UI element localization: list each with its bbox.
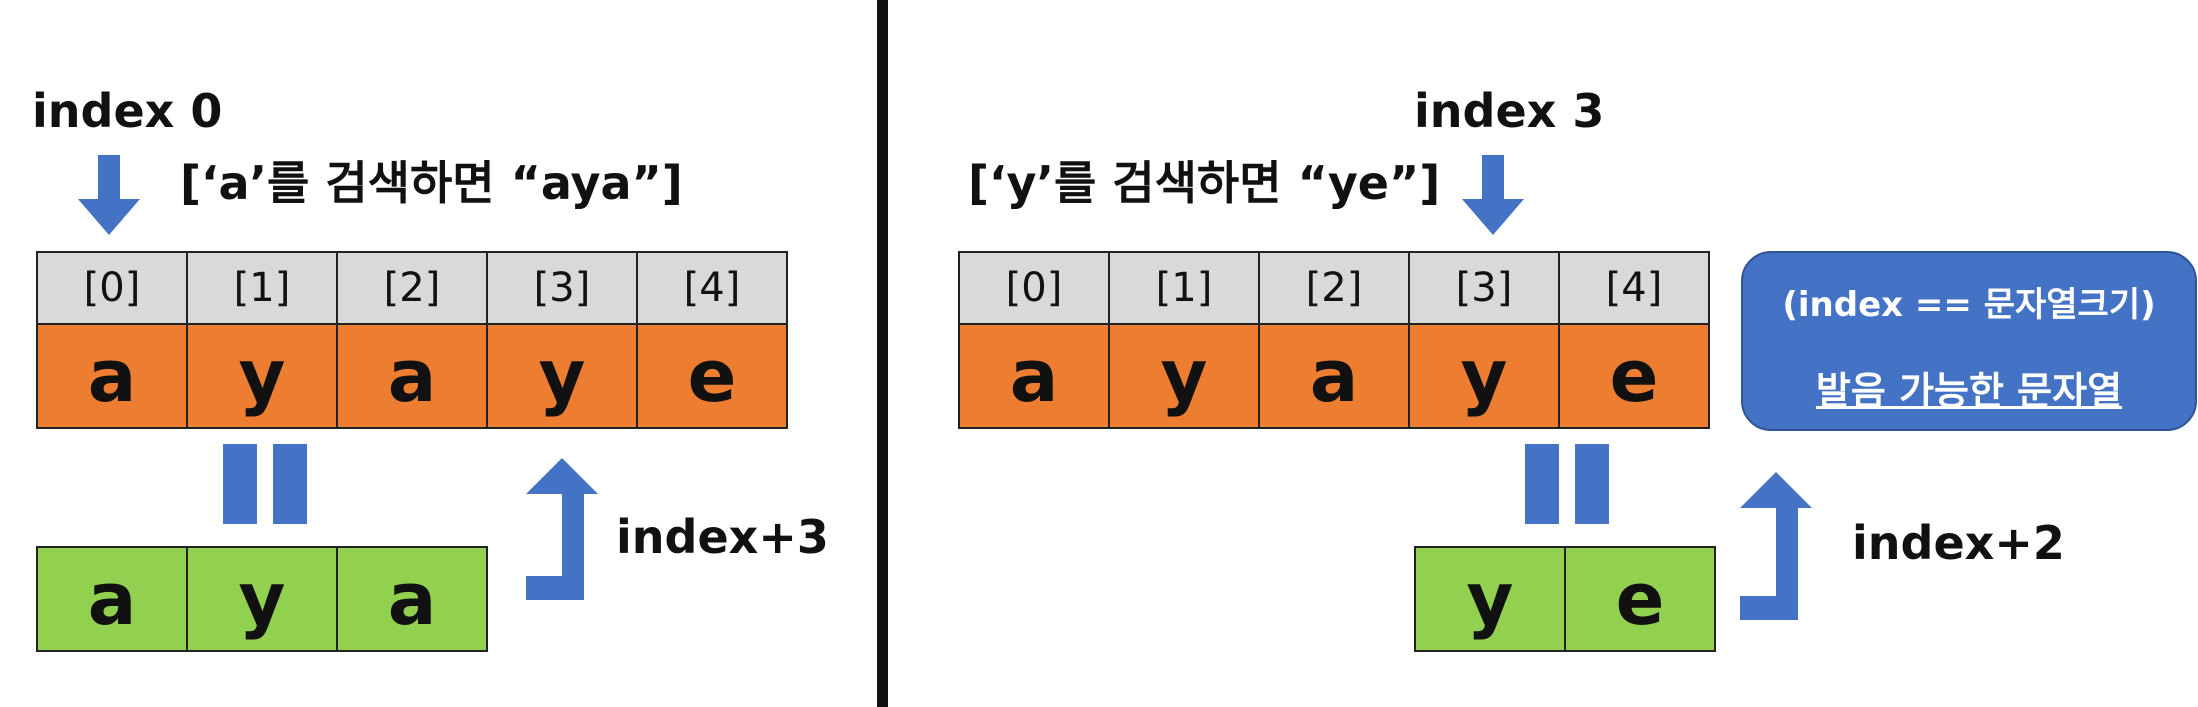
left-index-label: index 0 [32,84,223,138]
right-char-cell-3: y [1408,323,1560,429]
right-match-cell-1: e [1564,546,1716,652]
callout-condition: (index == 문자열크기) [1782,285,2156,325]
left-index-cell-0: [0] [36,251,188,325]
left-char-cell-4: e [636,323,788,429]
center-divider [877,0,888,707]
left-step-label: index+3 [616,510,829,564]
left-index-row: [0] [1] [2] [3] [4] [36,251,788,325]
left-index-cell-4: [4] [636,251,788,325]
left-index-cell-3: [3] [486,251,638,325]
left-match-cell-1: y [186,546,338,652]
right-match-cell-0: y [1414,546,1566,652]
right-equals-icon [1525,444,1609,524]
left-char-row: a y a y e [36,323,788,429]
left-char-cell-3: y [486,323,638,429]
right-index-cell-1: [1] [1108,251,1260,325]
right-down-arrow [1462,155,1524,235]
right-char-row: a y a y e [958,323,1710,429]
left-bent-arrow [526,458,598,600]
right-index-label: index 3 [1414,84,1605,138]
right-char-cell-2: a [1258,323,1410,429]
left-char-cell-0: a [36,323,188,429]
right-char-cell-0: a [958,323,1110,429]
left-index-cell-2: [2] [336,251,488,325]
left-char-cell-2: a [336,323,488,429]
result-callout: (index == 문자열크기) 발음 가능한 문자열 [1741,251,2197,431]
left-equals-icon [223,444,307,524]
right-match-row: y e [1414,546,1716,652]
left-match-row: a y a [36,546,488,652]
callout-result: 발음 가능한 문자열 [1815,369,2123,413]
right-search-text: [‘y’를 검색하면 “ye”] [968,156,1441,210]
left-down-arrow [78,155,140,235]
right-index-cell-4: [4] [1558,251,1710,325]
right-index-row: [0] [1] [2] [3] [4] [958,251,1710,325]
left-index-cell-1: [1] [186,251,338,325]
left-match-cell-0: a [36,546,188,652]
right-bent-arrow [1740,472,1812,620]
right-char-cell-1: y [1108,323,1260,429]
right-index-cell-0: [0] [958,251,1110,325]
right-step-label: index+2 [1852,516,2065,570]
left-search-text: [‘a’를 검색하면 “aya”] [180,156,683,210]
right-char-cell-4: e [1558,323,1710,429]
right-index-cell-3: [3] [1408,251,1560,325]
left-match-cell-2: a [336,546,488,652]
right-index-cell-2: [2] [1258,251,1410,325]
left-char-cell-1: y [186,323,338,429]
